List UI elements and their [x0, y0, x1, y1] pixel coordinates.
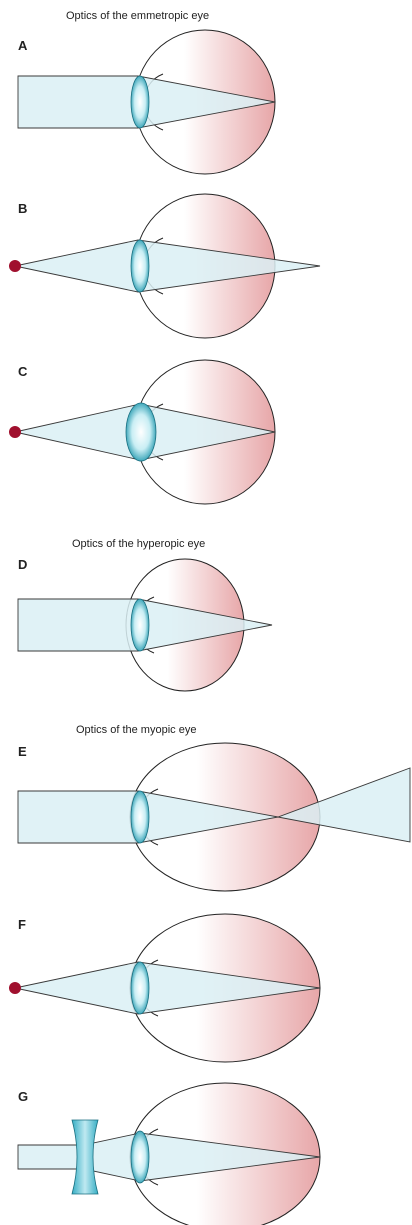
panel-b-light-rays — [15, 240, 320, 292]
panel-b-object-point — [9, 260, 21, 272]
panel-d-crystalline-lens — [131, 599, 149, 651]
panel-b-crystalline-lens — [131, 240, 149, 292]
panel-a-crystalline-lens — [131, 76, 149, 128]
panel-e-crystalline-lens — [131, 791, 149, 843]
panel-f-object-point — [9, 982, 21, 994]
panel-f-crystalline-lens — [131, 962, 149, 1014]
panel-g-crystalline-lens — [131, 1131, 149, 1183]
panel-c-object-point — [9, 426, 21, 438]
panel-c-crystalline-lens — [126, 403, 156, 461]
